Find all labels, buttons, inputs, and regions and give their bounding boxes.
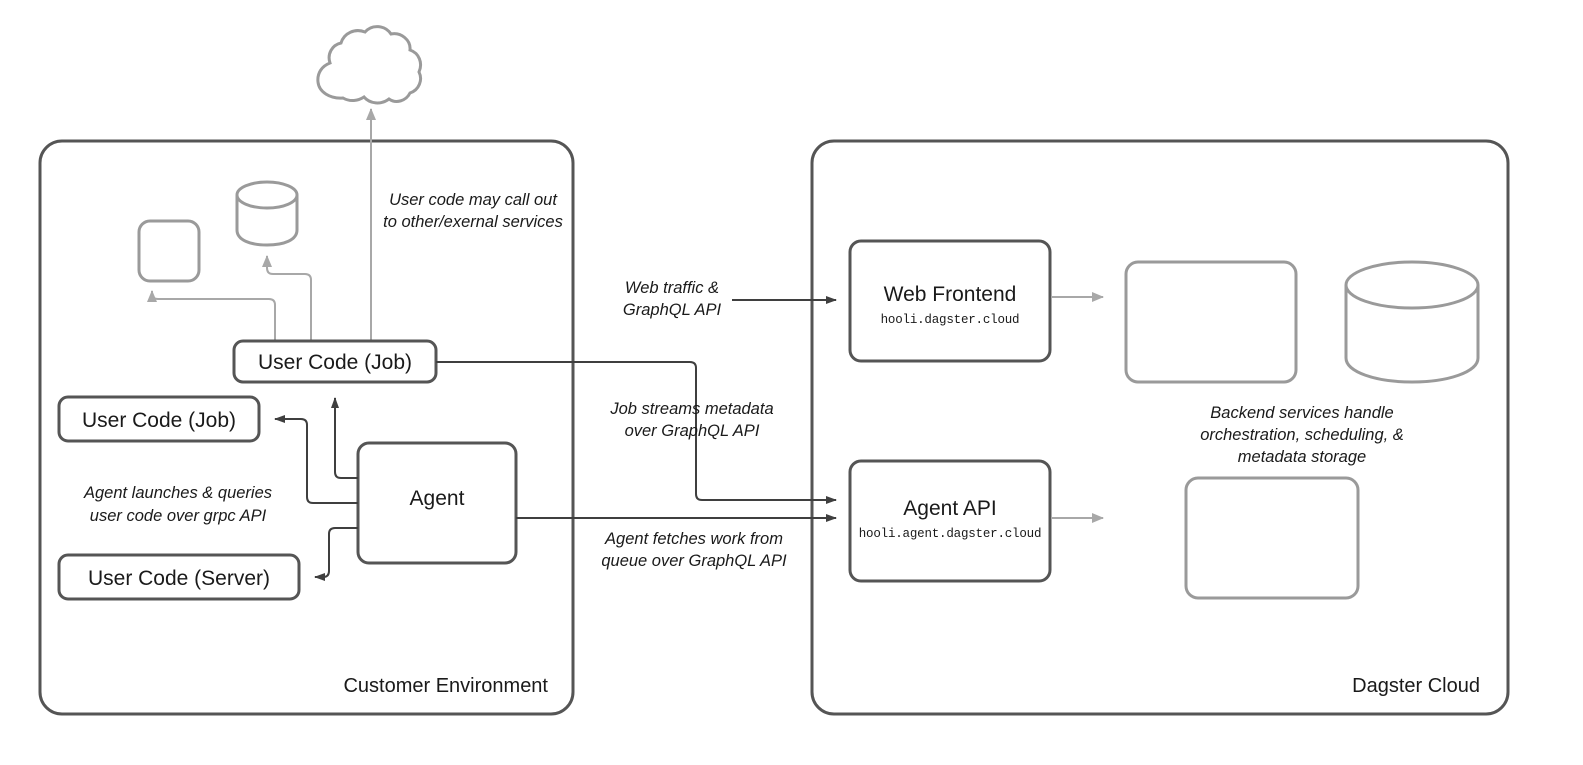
user-code-server-label: User Code (Server) — [88, 567, 270, 590]
dagster-cloud-label: Dagster Cloud — [1352, 675, 1480, 697]
node-user-code-job-top[interactable]: User Code (Job) — [232, 339, 438, 384]
edge-agent-to-user-code-job-top — [331, 397, 358, 479]
user-code-job-left-box[interactable] — [57, 395, 261, 443]
edge-label-agent-launches-line2: user code over grpc API — [90, 507, 267, 525]
web-frontend-box[interactable] — [848, 239, 1052, 363]
agent-api-sublabel: hooli.agent.dagster.cloud — [859, 527, 1042, 541]
edge-label-agent-fetches-line2: queue over GraphQL API — [601, 552, 787, 570]
service-box-icon-backend-queue — [1184, 476, 1360, 600]
node-agent-api[interactable]: Agent API hooli.agent.dagster.cloud — [848, 459, 1052, 583]
customer-environment-label: Customer Environment — [343, 675, 548, 697]
edge-agent-to-user-code-server — [314, 527, 358, 581]
node-user-code-server[interactable]: User Code (Server) — [57, 553, 301, 601]
edge-label-backend-services-line2: orchestration, scheduling, & — [1200, 426, 1404, 444]
node-agent[interactable]: Agent — [356, 441, 518, 565]
database-cylinder-icon-customer — [235, 180, 299, 247]
edge-label-job-streams-line2: over GraphQL API — [625, 422, 760, 440]
user-code-server-box[interactable] — [57, 553, 301, 601]
user-code-job-top-label: User Code (Job) — [258, 351, 412, 374]
web-frontend-label: Web Frontend — [884, 283, 1017, 306]
database-cylinder-icon-backend — [1344, 260, 1480, 384]
agent-api-label: Agent API — [903, 497, 996, 520]
edge-label-web-traffic-line1: Web traffic & — [625, 279, 719, 297]
node-user-code-job-left[interactable]: User Code (Job) — [57, 395, 261, 443]
edge-label-backend-services-line3: metadata storage — [1238, 448, 1366, 466]
edge-label-agent-launches-line1: Agent launches & queries — [83, 484, 272, 502]
edge-label-agent-fetches-line1: Agent fetches work from — [604, 530, 783, 548]
edge-usercode-to-database — [262, 255, 312, 341]
edge-label-external-call-line2: to other/exernal services — [383, 213, 563, 231]
edge-label-job-streams-line1: Job streams metadata — [609, 400, 773, 418]
user-code-job-left-label: User Code (Job) — [82, 409, 236, 432]
service-box-icon-backend — [1124, 260, 1298, 384]
node-web-frontend[interactable]: Web Frontend hooli.dagster.cloud — [848, 239, 1052, 363]
agent-api-box[interactable] — [848, 459, 1052, 583]
edge-label-backend-services-line1: Backend services handle — [1210, 404, 1393, 422]
agent-label: Agent — [410, 487, 465, 510]
cloud-icon — [316, 25, 423, 105]
edge-job-streams-to-agent-api — [436, 361, 837, 504]
service-box-icon-customer — [137, 219, 201, 283]
edge-usercode-to-service-box — [147, 290, 276, 341]
edge-label-web-traffic-line2: GraphQL API — [623, 301, 722, 319]
web-frontend-sublabel: hooli.dagster.cloud — [881, 313, 1020, 327]
edge-agent-to-user-code-job-left — [274, 415, 358, 504]
edge-label-external-call-line1: User code may call out — [389, 191, 558, 209]
